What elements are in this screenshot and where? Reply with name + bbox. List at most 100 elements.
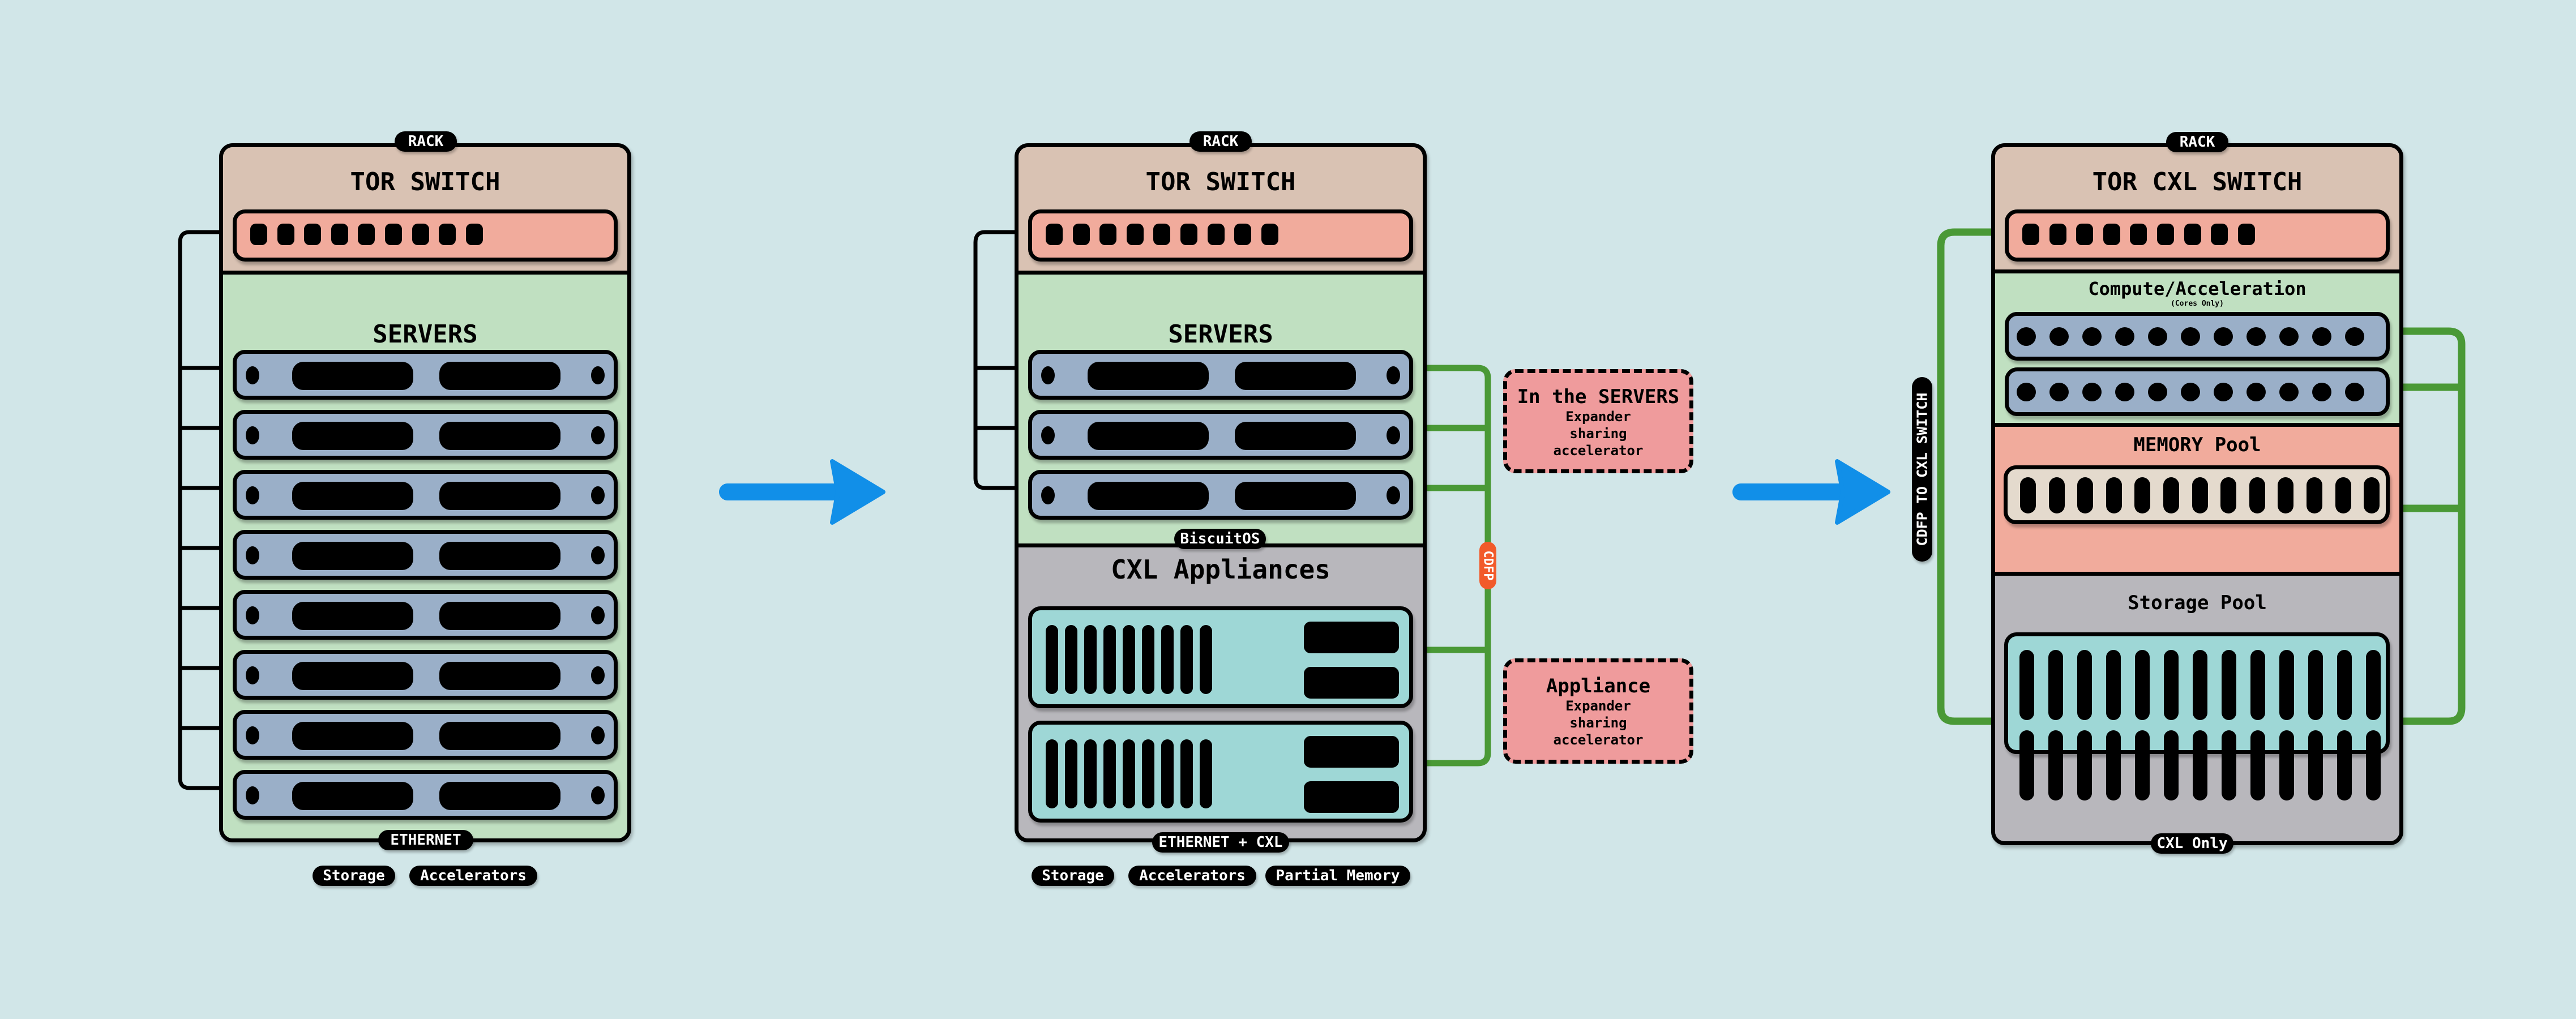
switch-port-icon[interactable] [250,224,267,245]
switch-port-icon[interactable] [465,224,483,245]
server-led-icon [246,486,259,504]
switch-port-icon[interactable] [385,224,402,245]
callout-line: Expander [1565,698,1631,714]
memory-module-icon [2020,477,2036,513]
server-unit[interactable] [233,770,618,820]
switch-port-icon[interactable] [2157,224,2174,245]
stage1-tag-storage: Storage [313,866,395,886]
switch-port-icon[interactable] [2103,224,2120,245]
stage2-switch-unit[interactable] [1028,209,1413,262]
server-unit[interactable] [233,410,618,460]
stage3-compute-section: Compute/Acceleration (Cores Only) [1995,269,2399,428]
storage-drive-icon [2308,650,2323,720]
accelerator-card-icon [1304,781,1399,813]
server-unit[interactable] [1028,350,1413,400]
storage-drive-icon [2106,650,2121,720]
stage3-switch-section: TOR CXL SWITCH [1995,147,2399,271]
server-unit[interactable] [233,530,618,580]
cpu-core-icon [2049,383,2069,401]
stage3-memory-unit[interactable] [2004,465,2390,524]
memory-module-icon [1046,625,1058,694]
memory-module-icon [2278,477,2294,513]
storage-drive-icon [2308,730,2323,800]
drive-bay-icon [439,662,560,690]
stage1-tag-accelerators: Accelerators [409,866,537,886]
server-led-icon [591,726,605,744]
storage-drive-icon [2077,730,2092,800]
switch-port-icon[interactable] [1099,224,1117,245]
callout-line: accelerator [1553,443,1644,459]
memory-module-icon [1180,739,1193,808]
stage3-rack: TOR CXL SWITCH Compute/Acceleration (Cor… [1991,143,2403,845]
cpu-core-icon [2214,383,2233,401]
switch-port-icon[interactable] [412,224,429,245]
drive-bay-icon [292,722,413,750]
server-unit[interactable] [1028,410,1413,460]
memory-module-icon [1161,625,1174,694]
server-led-icon [1041,366,1055,384]
storage-drive-icon [2019,730,2034,800]
server-unit[interactable] [233,650,618,700]
stage3-cdfp-loop [1937,228,2007,725]
cxl-appliance-unit[interactable] [1028,721,1413,823]
stage1-ethernet-wires [178,230,232,790]
compute-unit[interactable] [2005,312,2390,361]
server-led-icon [246,666,259,684]
switch-port-icon[interactable] [1072,224,1090,245]
stage1-switch-unit[interactable] [233,209,618,262]
switch-port-icon[interactable] [439,224,456,245]
switch-port-icon[interactable] [331,224,348,245]
switch-port-icon[interactable] [2049,224,2066,245]
switch-port-icon[interactable] [1153,224,1171,245]
switch-port-icon[interactable] [277,224,294,245]
stage3-storage-unit[interactable] [2004,632,2390,800]
stage2-appliances-title: CXL Appliances [1111,554,1330,585]
switch-port-icon[interactable] [1046,224,1063,245]
stage2-cdfp-label: CDFP [1480,550,1495,581]
switch-port-icon[interactable] [304,224,322,245]
server-unit[interactable] [233,470,618,520]
switch-port-icon[interactable] [1180,224,1197,245]
stage3-cxl-wires [1937,228,2466,725]
switch-port-icon[interactable] [2130,224,2147,245]
storage-drive-icon [2106,730,2121,800]
cpu-core-icon [2082,383,2102,401]
memory-module-icon [1084,625,1097,694]
memory-module-icon [2134,477,2151,513]
memory-module-icon [1142,625,1154,694]
stage2-switch-title: TOR SWITCH [1145,168,1296,196]
server-led-icon [246,546,259,564]
stage2-switch-section: TOR SWITCH [1019,147,1423,271]
storage-drive-icon [2366,730,2381,800]
memory-module-icon [1103,625,1116,694]
storage-drive-icon [2279,650,2294,720]
storage-drive-icon [2048,650,2063,720]
cxl-appliance-unit[interactable] [1028,606,1413,708]
storage-drive-icon [2250,650,2265,720]
switch-port-icon[interactable] [2022,224,2039,245]
server-unit[interactable] [233,590,618,640]
accelerator-card-icon [1304,667,1399,699]
stage3-rack-label: RACK [2166,132,2228,152]
switch-port-icon[interactable] [2076,224,2094,245]
compute-unit[interactable] [2005,367,2390,416]
server-unit[interactable] [233,710,618,760]
storage-drive-icon [2337,650,2352,720]
switch-port-icon[interactable] [2237,224,2255,245]
stage3-compute-title: Compute/Acceleration [2088,278,2307,299]
memory-module-icon [1142,739,1154,808]
cpu-core-icon [2115,383,2134,401]
switch-port-icon[interactable] [1126,224,1144,245]
stage2-tag-storage: Storage [1032,866,1114,886]
server-unit[interactable] [1028,470,1413,520]
switch-port-icon[interactable] [2184,224,2201,245]
switch-port-icon[interactable] [1261,224,1278,245]
stage1-switch-section: TOR SWITCH [223,147,627,271]
callout-line: accelerator [1553,732,1644,748]
switch-port-icon[interactable] [1207,224,1225,245]
switch-port-icon[interactable] [2211,224,2228,245]
switch-port-icon[interactable] [358,224,375,245]
switch-port-icon[interactable] [1234,224,1252,245]
server-unit[interactable] [233,350,618,400]
stage3-switch-unit[interactable] [2005,209,2390,262]
